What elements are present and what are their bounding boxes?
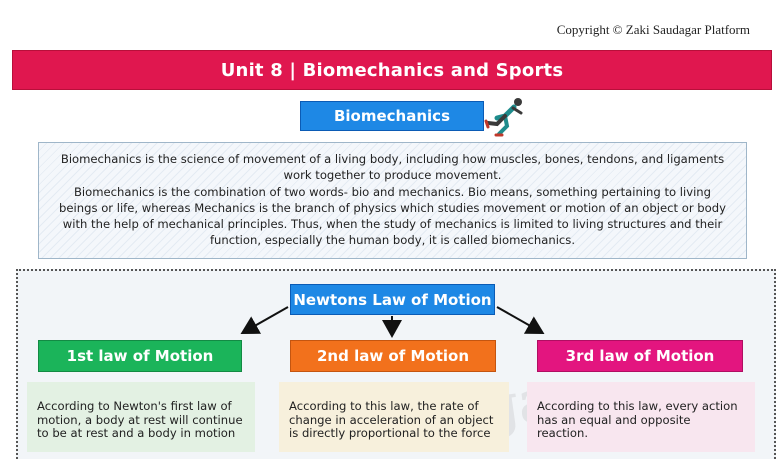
- definition-paragraph-1: Biomechanics is the science of movement …: [60, 152, 725, 183]
- runner-icon: [484, 98, 523, 137]
- newton-laws-heading: Newtons Law of Motion: [290, 284, 495, 315]
- third-law-heading: 3rd law of Motion: [537, 340, 743, 372]
- third-law-label: 3rd law of Motion: [565, 347, 715, 365]
- second-law-label: 2nd law of Motion: [317, 347, 469, 365]
- first-law-label: 1st law of Motion: [66, 347, 214, 365]
- newton-laws-heading-label: Newtons Law of Motion: [293, 290, 492, 309]
- unit-title: Unit 8 | Biomechanics and Sports: [220, 59, 564, 81]
- first-law-heading: 1st law of Motion: [38, 340, 242, 372]
- biomechanics-heading: Biomechanics: [300, 101, 484, 131]
- definition-paragraph-2: Biomechanics is the combination of two w…: [59, 184, 726, 248]
- first-law-description: According to Newton's first law of motio…: [27, 382, 255, 452]
- third-law-description: According to this law, every action has …: [527, 382, 755, 452]
- copyright-text: Copyright © Zaki Saudagar Platform: [556, 22, 750, 37]
- biomechanics-heading-label: Biomechanics: [333, 107, 450, 125]
- second-law-description: According to this law, the rate of chang…: [279, 382, 509, 452]
- unit-banner: Unit 8 | Biomechanics and Sports: [12, 50, 772, 90]
- second-law-heading: 2nd law of Motion: [290, 340, 496, 372]
- biomechanics-definition-box: Biomechanics is the science of movement …: [38, 142, 747, 259]
